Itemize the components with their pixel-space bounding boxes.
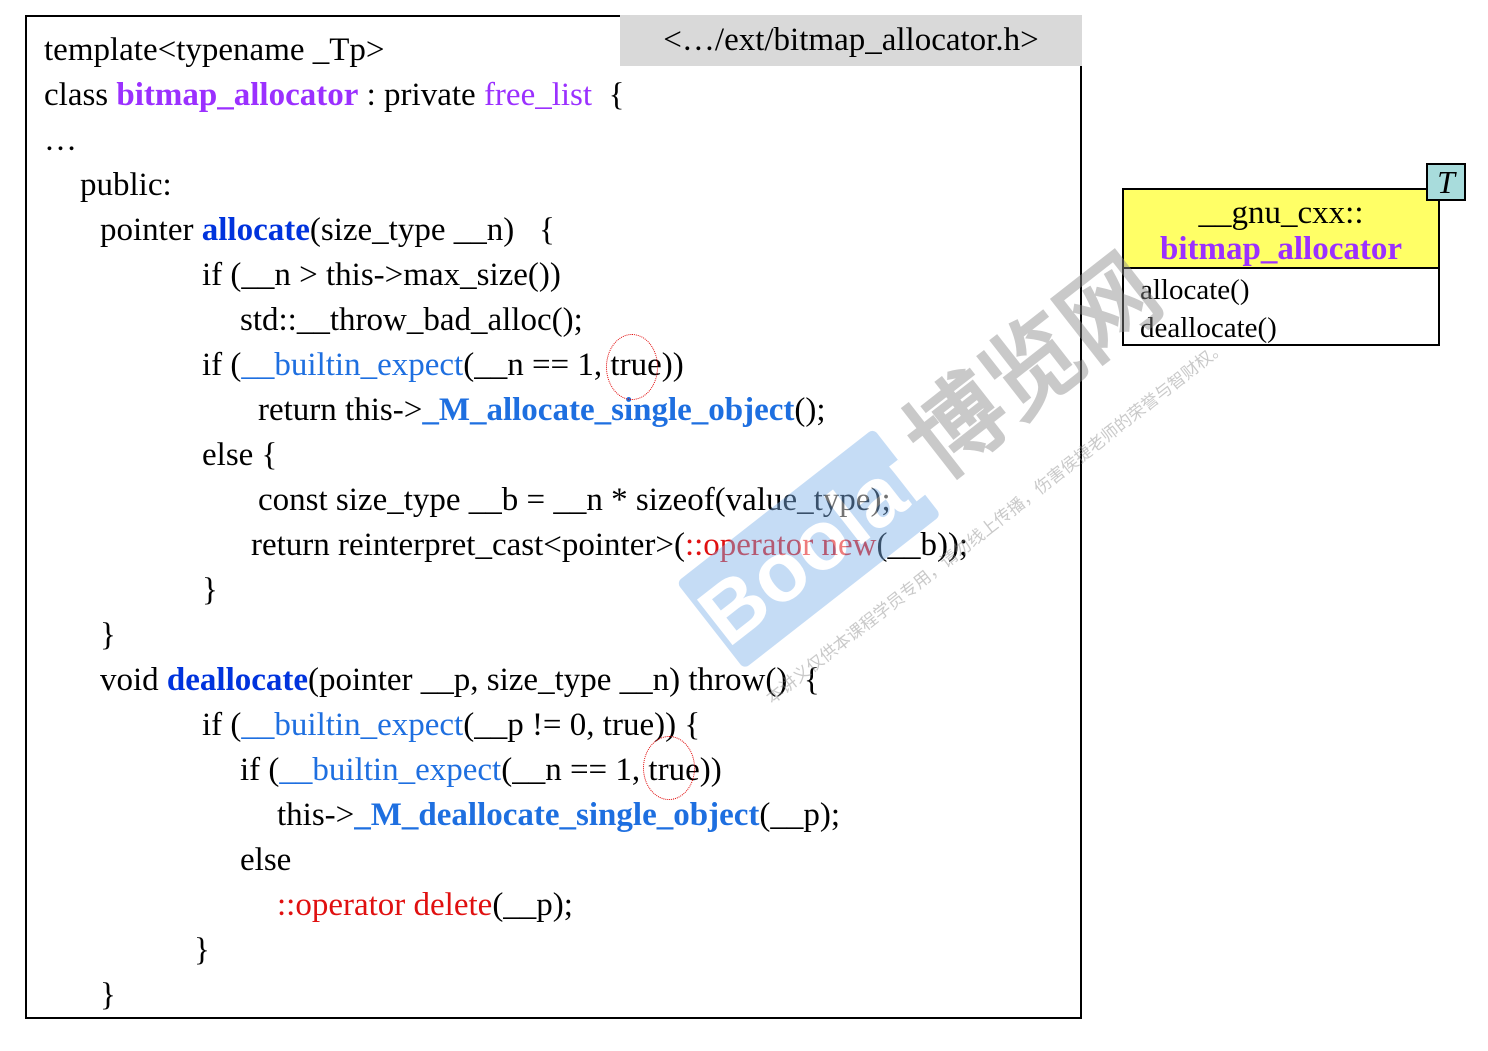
builtin-expect: __builtin_expect [241,707,464,743]
function-name-deallocate-single: _M_deallocate_single_object [354,797,760,833]
code-text: else [240,842,292,878]
class-name: bitmap_allocator [116,77,359,113]
uml-operations: allocate() deallocate() [1124,269,1438,347]
code-line-10: else { [202,435,277,475]
code-line-16: if (__builtin_expect(__p != 0, true)) { [202,705,700,745]
code-line-2: class bitmap_allocator : private free_li… [44,75,624,115]
code-line-6: if (__n > this->max_size()) [202,255,561,295]
code-text: std::__throw_bad_alloc(); [240,302,583,338]
uml-namespace: __gnu_cxx:: [1198,195,1364,231]
code-panel [25,15,1082,1019]
code-text: (__p); [759,797,841,833]
code-text: const size_type __b = __n * sizeof(value… [258,482,891,518]
uml-operation-deallocate: deallocate() [1140,312,1277,344]
code-line-7: std::__throw_bad_alloc(); [240,300,583,340]
code-text: if ( [240,752,280,788]
builtin-expect: __builtin_expect [279,752,502,788]
code-line-1: template<typename _Tp> [44,30,385,70]
code-line-22: } [100,975,116,1015]
code-text: } [100,977,116,1013]
uml-template-parameter: T [1426,163,1466,201]
code-line-5: pointer allocate(size_type __n) { [100,210,555,250]
code-text: template<typename _Tp> [44,32,385,68]
operator-new: ::operator new [684,527,877,563]
code-text: return reinterpret_cast<pointer>( [251,527,685,563]
base-class-name: free_list [483,77,593,113]
uml-operation-allocate: allocate() [1140,274,1250,306]
code-text: if ( [202,707,242,743]
uml-class-name: bitmap_allocator [1160,231,1402,267]
code-text: { [592,77,625,113]
uml-class-header: __gnu_cxx:: bitmap_allocator [1124,190,1438,269]
file-path-tag: <…/ext/bitmap_allocator.h> [620,15,1082,66]
code-text: if (__n > this->max_size()) [202,257,561,293]
function-name-deallocate: deallocate [166,662,309,698]
code-text: (__p); [492,887,573,923]
code-text: : private [358,77,484,113]
code-line-19: else [240,840,291,880]
code-text: void [100,662,167,698]
code-text: public: [80,167,172,203]
code-text: if ( [202,347,242,383]
function-name-allocate: allocate [201,212,310,248]
code-line-15: void deallocate(pointer __p, size_type _… [100,660,820,700]
code-text: (pointer __p, size_type __n) throw() { [308,662,820,698]
code-text: class [44,77,117,113]
code-text: return this-> [258,392,423,428]
function-name-allocate-single: _M_allocate_single_object [422,392,795,428]
code-line-9: return this->_M_allocate_single_object()… [258,390,826,430]
highlight-circle [643,736,695,800]
code-text: (__b)); [876,527,969,563]
code-line-13: } [202,570,218,610]
code-line-18: this->_M_deallocate_single_object(__p); [277,795,840,835]
code-line-21: } [194,930,210,970]
code-line-8: if (__builtin_expect(__n == 1, true)) [202,345,684,385]
code-text: } [202,572,218,608]
builtin-expect: __builtin_expect [241,347,464,383]
code-line-14: } [100,615,116,655]
code-line-3: … [44,120,77,160]
code-line-12: return reinterpret_cast<pointer>(::opera… [251,525,968,565]
uml-class-box: __gnu_cxx:: bitmap_allocator allocate() … [1122,188,1440,346]
code-text: (); [794,392,826,428]
highlight-circle [606,334,658,400]
code-line-4: public: [80,165,172,205]
code-text: pointer [100,212,202,248]
code-text: } [194,932,210,968]
code-text: } [100,617,116,653]
code-line-11: const size_type __b = __n * sizeof(value… [258,480,891,520]
code-text: (__p != 0, true)) { [463,707,701,743]
code-text: else { [202,437,278,473]
operator-delete: ::operator delete [277,887,493,923]
code-text: … [44,122,77,158]
code-line-20: ::operator delete(__p); [277,885,573,925]
code-text: this-> [277,797,355,833]
code-text: (size_type __n) { [309,212,555,248]
